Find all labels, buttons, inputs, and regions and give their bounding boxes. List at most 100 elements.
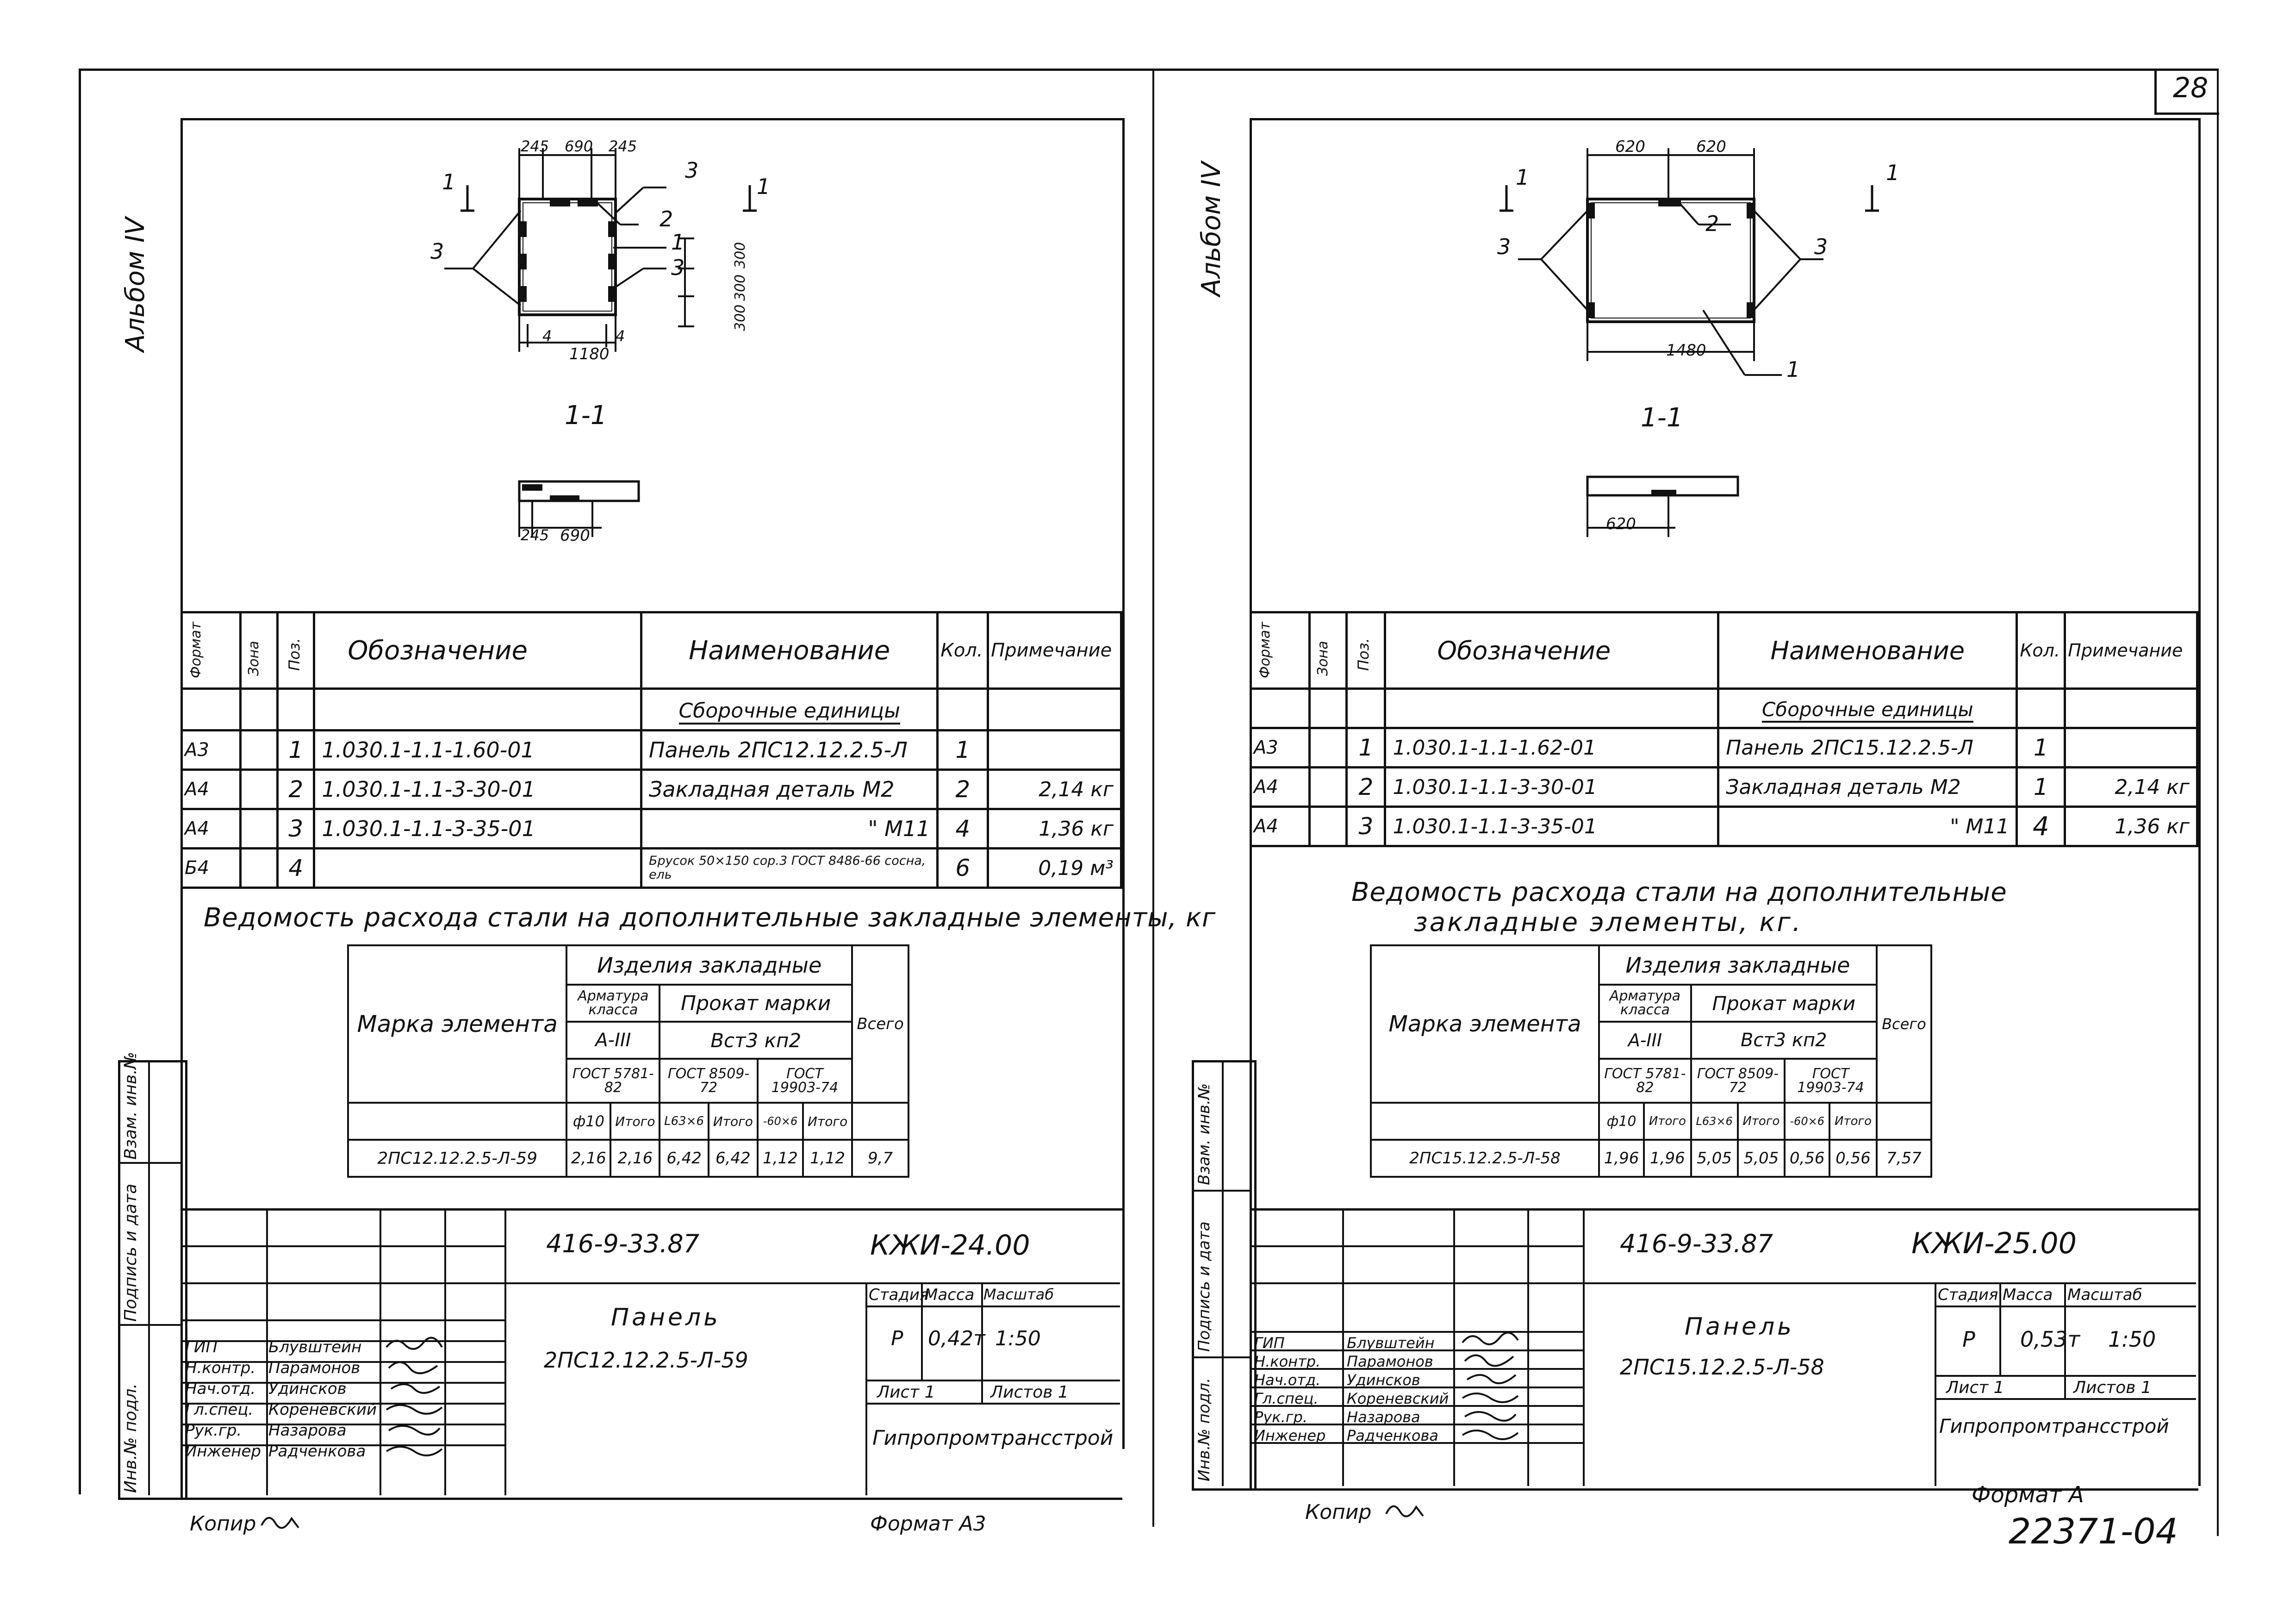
spec-h-qty: Кол. [936, 611, 989, 690]
right-stamp-name-0: Блувштейн [1347, 1334, 1435, 1352]
steel-h-gost2: ГОСТ 8509-72 [659, 1058, 759, 1104]
left-stamp-doc: КЖИ-24.00 [870, 1229, 1030, 1262]
left-dim-1180: 1180 [569, 345, 610, 363]
left-stamp-name-0: Блувштейн [268, 1338, 362, 1356]
left-section-drawing [444, 148, 757, 537]
steel-h-grade: Вст3 кп2 [659, 1021, 853, 1060]
spec-h-note: Примечание [987, 611, 1122, 690]
left-stamp-name-4: Назарова [268, 1421, 347, 1440]
spec-h-format: Формат [1250, 611, 1311, 690]
left-dim-245a: 245 [521, 137, 549, 155]
left-section-title: 1-1 [565, 400, 607, 431]
right-stamp-name-1: Парамонов [1347, 1353, 1433, 1370]
right-section-mark-1a: 1 [1516, 165, 1530, 190]
right-stamp-org: Гипропромтрансстрой [1939, 1415, 2169, 1437]
spec-h-pos: Поз. [1345, 611, 1387, 690]
right-copied-signature [1385, 1505, 1424, 1518]
steel-h-mark: Марка элемента [347, 944, 568, 1104]
left-bot-dim-690: 690 [560, 526, 590, 545]
right-stamp-stage-h: Стадия [1938, 1286, 1998, 1304]
right-stamp-role-0: ГИП [1254, 1334, 1285, 1352]
left-stamp-scale: 1:50 [995, 1327, 1041, 1350]
steel-h-armature: Арматура класса [566, 984, 661, 1023]
right-stamp-name-3: Кореневский [1347, 1390, 1449, 1407]
right-side-label-inv: Инв.№ подл. [1195, 1378, 1213, 1481]
outer-right-line [2217, 69, 2219, 1536]
doc-number: 22371-04 [2009, 1511, 2178, 1552]
right-stamp-sheet: Лист 1 [1946, 1378, 2004, 1397]
right-stamp-subtitle: 2ПС15.12.2.5-Л-58 [1620, 1355, 1824, 1380]
left-dim-4a: 4 [542, 327, 552, 345]
left-steel-table: Марка элемента Изделия закладные Всего А… [347, 944, 909, 1178]
left-callout-3b: 3 [685, 158, 699, 183]
spec-h-qty: Кол. [2016, 611, 2066, 690]
right-stamp-mass: 0,53т [2020, 1327, 2080, 1352]
steel-h-class: А-III [566, 1021, 661, 1060]
spec-h-pos: Поз. [276, 611, 316, 690]
left-dim-245b: 245 [609, 137, 637, 155]
right-dim-620a: 620 [1615, 137, 1645, 156]
spec-row: А3 1 1.030.1-1.1-1.60-01 Панель 2ПС12.12… [180, 729, 1122, 771]
steel-h-armature: Арматура класса [1598, 984, 1692, 1023]
steel-h-class: А-III [1598, 1021, 1692, 1060]
left-stamp-subtitle: 2ПС12.12.2.5-Л-59 [544, 1348, 748, 1373]
steel-h-total: Всего [851, 944, 909, 1104]
right-side-hline-2 [1192, 1356, 1252, 1358]
right-section-drawing [1500, 148, 1879, 537]
right-dim-1480: 1480 [1666, 341, 1706, 360]
right-section-mark-1b: 1 [1886, 160, 1900, 185]
steel-data-row: 2ПС12.12.2.5-Л-59 2,16 2,16 6,42 6,42 1,… [347, 1139, 909, 1178]
left-section-mark-1b: 1 [757, 174, 771, 199]
left-copied-signature [261, 1517, 299, 1529]
left-dim-690: 690 [565, 137, 593, 155]
right-stamp-role-4: Рук.гр. [1254, 1408, 1308, 1426]
right-side-label-sign: Подпись и дата [1195, 1221, 1213, 1352]
left-stamp-name-1: Парамонов [268, 1359, 361, 1377]
left-side-label-column [118, 1060, 187, 1500]
left-stamp-role-2: Нач.отд. [185, 1380, 256, 1398]
right-side-label-repl: Взам. инв.№ [1195, 1083, 1213, 1185]
left-stamp-mass-h: Масса [924, 1286, 975, 1304]
right-callout-1: 1 [1786, 357, 1800, 382]
spec-h-note: Примечание [2064, 611, 2198, 690]
right-stamp-sheets: Листов 1 [2073, 1378, 2152, 1397]
left-dim-4b: 4 [616, 327, 625, 345]
left-stamp-name-2: Удинсков [268, 1380, 347, 1398]
left-side-hline-1 [118, 1162, 183, 1164]
steel-h-mark: Марка элемента [1369, 944, 1600, 1104]
left-stamp-sheets: Листов 1 [990, 1383, 1069, 1402]
left-spec-table: Формат Зона Поз. Обозначение Наименовани… [180, 611, 1122, 889]
right-stamp-scale: 1:50 [2108, 1327, 2156, 1352]
left-callout-1: 1 [671, 230, 685, 255]
right-signatures [1462, 1331, 1519, 1440]
steel-data-row: 2ПС15.12.2.5-Л-58 1,96 1,96 5,05 5,05 0,… [1369, 1139, 1933, 1178]
spec-row: А4 3 1.030.1-1.1-3-35-01 " М11 4 1,36 кг [1250, 806, 2198, 847]
right-stamp-role-2: Нач.отд. [1254, 1371, 1321, 1389]
right-stamp-scale-h: Масштаб [2067, 1286, 2142, 1304]
left-stamp-name-5: Радченкова [268, 1442, 366, 1461]
spec-h-name: Наименование [1717, 611, 2018, 690]
right-side-hline-1 [1192, 1190, 1252, 1192]
left-signatures [386, 1337, 443, 1456]
spec-h-designation: Обозначение [1384, 611, 1720, 690]
right-stamp-name-5: Радченкова [1347, 1427, 1438, 1444]
spec-h-format: Формат [180, 611, 242, 690]
page-number-box [2154, 69, 2219, 115]
left-album-label: Альбом IV [120, 217, 150, 352]
left-stamp-stage: Р [891, 1327, 903, 1350]
right-stamp-code: 416-9-33.87 [1620, 1229, 1773, 1258]
spec-section-title: Сборочные единицы [1717, 687, 2018, 729]
left-stamp-role-3: Гл.спец. [185, 1400, 254, 1419]
steel-h-gost3: ГОСТ 19903-74 [1784, 1058, 1878, 1104]
left-side-label-repl: Взам. инв.№ [121, 1052, 140, 1160]
left-stamp-mass: 0,42т [928, 1327, 985, 1350]
sheet-divider-line [1152, 69, 1154, 1527]
right-stamp-stage: Р [1962, 1327, 1975, 1352]
left-bot-dim-245: 245 [521, 526, 549, 544]
right-stamp-name-2: Удинсков [1347, 1371, 1420, 1389]
steel-h-group: Изделия закладные [566, 944, 853, 986]
right-copied: Копир [1305, 1500, 1372, 1524]
left-dim-300c: 300 [732, 242, 748, 269]
left-copied: Копир [190, 1512, 256, 1536]
right-steel-title-1: Ведомость расхода стали на дополнительны… [1351, 877, 2007, 907]
